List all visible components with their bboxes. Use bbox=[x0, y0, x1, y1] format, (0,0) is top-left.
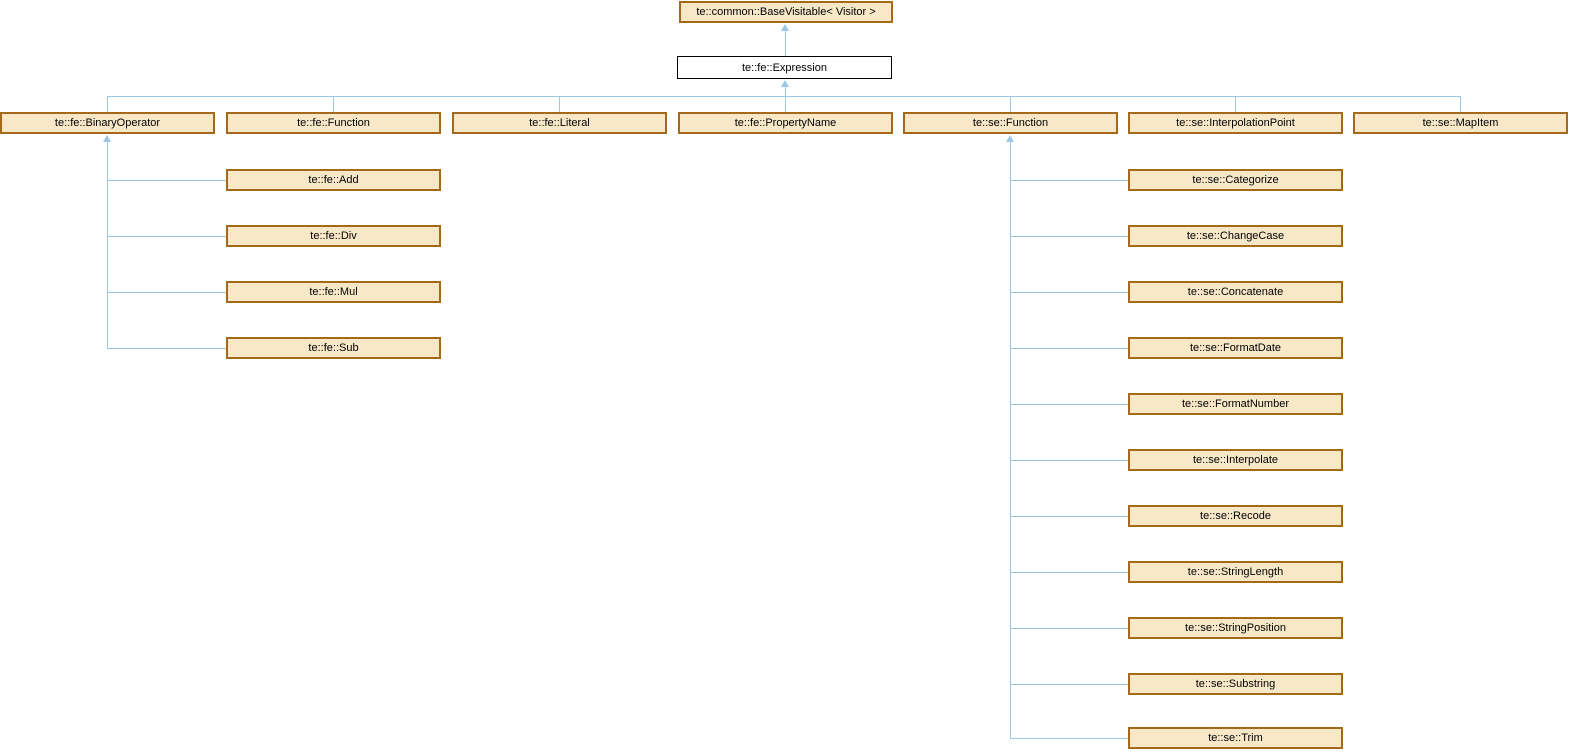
class-node-interpolation-point[interactable]: te::se::InterpolationPoint bbox=[1128, 112, 1343, 134]
class-node-format-date[interactable]: te::se::FormatDate bbox=[1128, 337, 1343, 359]
edge-branch-concatenate bbox=[1010, 292, 1128, 293]
class-node-expression: te::fe::Expression bbox=[677, 56, 892, 79]
edge-branch-string-position bbox=[1010, 628, 1128, 629]
edge-expression-basevisitable bbox=[785, 30, 786, 56]
class-node-trim[interactable]: te::se::Trim bbox=[1128, 727, 1343, 749]
class-node-base-visitable[interactable]: te::common::BaseVisitable< Visitor > bbox=[679, 1, 893, 23]
edge-branch-string-length bbox=[1010, 572, 1128, 573]
edge-branch-mul bbox=[107, 292, 226, 293]
edge-drop-fe-function bbox=[333, 96, 334, 112]
class-node-sub[interactable]: te::fe::Sub bbox=[226, 337, 441, 359]
edge-branch-div bbox=[107, 236, 226, 237]
edge-branch-categorize bbox=[1010, 180, 1128, 181]
edge-branch-substring bbox=[1010, 684, 1128, 685]
class-node-concatenate[interactable]: te::se::Concatenate bbox=[1128, 281, 1343, 303]
class-node-string-position[interactable]: te::se::StringPosition bbox=[1128, 617, 1343, 639]
class-node-div[interactable]: te::fe::Div bbox=[226, 225, 441, 247]
class-node-interpolate[interactable]: te::se::Interpolate bbox=[1128, 449, 1343, 471]
arrowhead-to-se-function bbox=[1006, 135, 1014, 142]
edge-branch-format-number bbox=[1010, 404, 1128, 405]
class-node-substring[interactable]: te::se::Substring bbox=[1128, 673, 1343, 695]
edge-drop-interpolation-point bbox=[1235, 96, 1236, 112]
arrowhead-to-binary-operator bbox=[103, 135, 111, 142]
class-node-mul[interactable]: te::fe::Mul bbox=[226, 281, 441, 303]
arrowhead-to-expression bbox=[781, 80, 789, 87]
class-node-property-name[interactable]: te::fe::PropertyName bbox=[678, 112, 893, 134]
class-node-add[interactable]: te::fe::Add bbox=[226, 169, 441, 191]
edge-branch-interpolate bbox=[1010, 460, 1128, 461]
edge-se-function-spine bbox=[1010, 141, 1011, 738]
class-node-format-number[interactable]: te::se::FormatNumber bbox=[1128, 393, 1343, 415]
edge-drop-se-function bbox=[1010, 96, 1011, 112]
edge-branch-change-case bbox=[1010, 236, 1128, 237]
edge-branch-format-date bbox=[1010, 348, 1128, 349]
class-node-change-case[interactable]: te::se::ChangeCase bbox=[1128, 225, 1343, 247]
class-node-recode[interactable]: te::se::Recode bbox=[1128, 505, 1343, 527]
edge-branch-trim bbox=[1010, 738, 1128, 739]
edge-branch-recode bbox=[1010, 516, 1128, 517]
class-node-se-function[interactable]: te::se::Function bbox=[903, 112, 1118, 134]
class-node-map-item[interactable]: te::se::MapItem bbox=[1353, 112, 1568, 134]
edge-drop-literal bbox=[559, 96, 560, 112]
class-node-binary-operator[interactable]: te::fe::BinaryOperator bbox=[0, 112, 215, 134]
arrowhead-to-base-visitable bbox=[781, 24, 789, 31]
edge-drop-map-item bbox=[1460, 96, 1461, 112]
edge-level2-bus bbox=[107, 96, 1461, 97]
class-node-categorize[interactable]: te::se::Categorize bbox=[1128, 169, 1343, 191]
edge-bus-riser bbox=[785, 86, 786, 112]
edge-branch-sub bbox=[107, 348, 226, 349]
edge-branch-add bbox=[107, 180, 226, 181]
class-node-string-length[interactable]: te::se::StringLength bbox=[1128, 561, 1343, 583]
class-node-fe-function[interactable]: te::fe::Function bbox=[226, 112, 441, 134]
edge-binary-operator-spine bbox=[107, 141, 108, 348]
edge-drop-binary-operator bbox=[107, 96, 108, 112]
class-node-literal[interactable]: te::fe::Literal bbox=[452, 112, 667, 134]
